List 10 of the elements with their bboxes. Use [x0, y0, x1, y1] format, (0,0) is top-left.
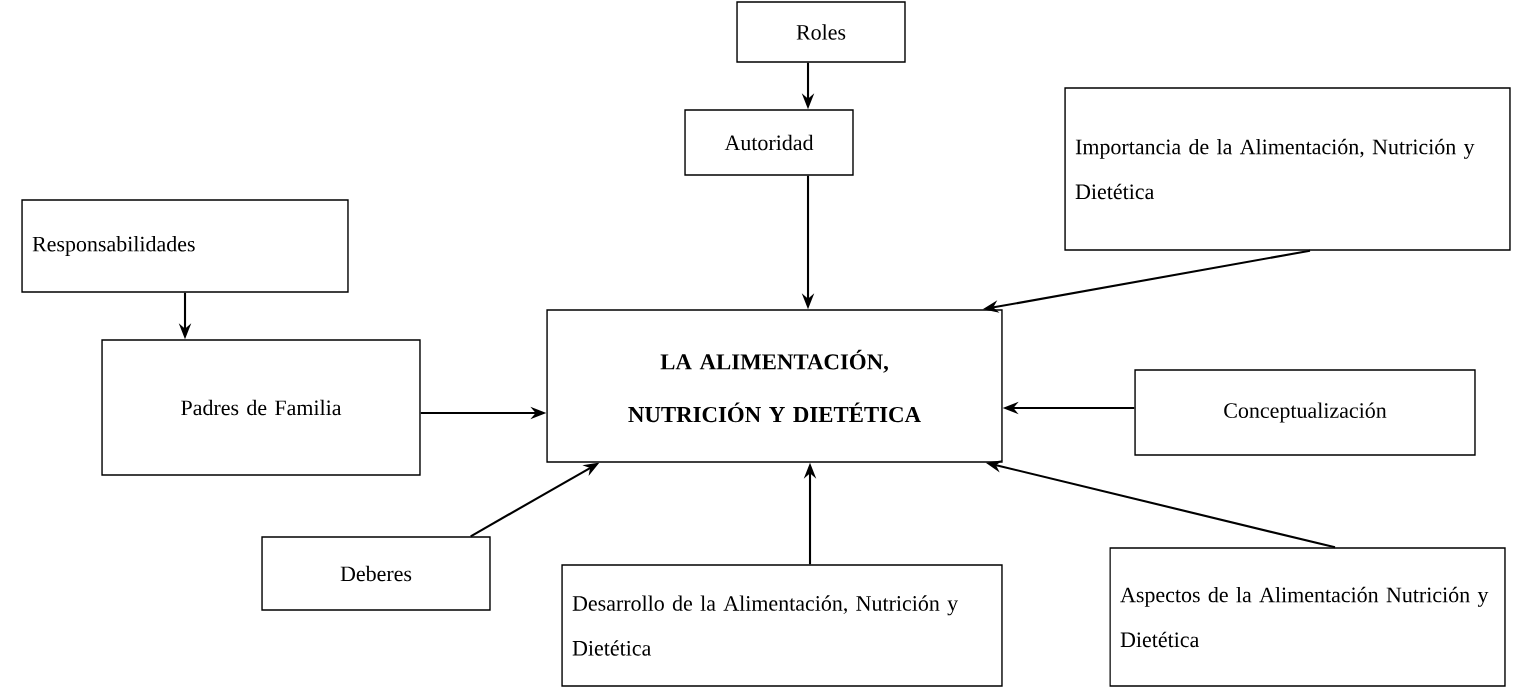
- text-box: Aspectos de la Alimentación Nutrición y Dietética: [1109, 547, 1506, 687]
- text-box: Desarrollo de la Alimentación, Nutrición y Dietética: [561, 564, 1003, 687]
- text-box: Autoridad: [684, 109, 854, 176]
- text-box: Responsabilidades: [21, 199, 349, 293]
- text-box: Padres de Familia: [101, 339, 421, 476]
- title-box: LA ALIMENTACIÓN, NUTRICIÓN Y DIETÉTICA: [546, 309, 1003, 463]
- text-box: Importancia de la Alimentación, Nutrición y Dietética: [1064, 87, 1511, 251]
- text-box: Roles: [736, 1, 906, 63]
- text-box: Deberes: [261, 536, 491, 611]
- text-box: Conceptualización: [1134, 369, 1476, 456]
